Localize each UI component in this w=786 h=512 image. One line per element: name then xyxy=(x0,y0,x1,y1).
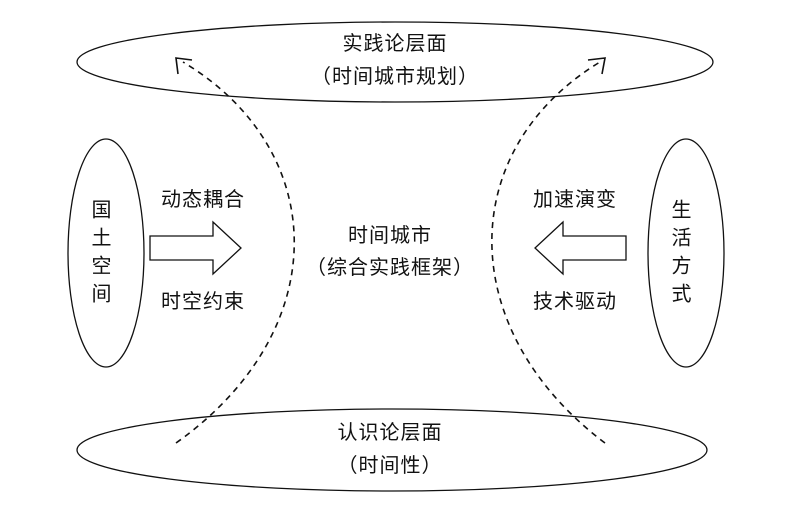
left-block-arrow xyxy=(149,220,242,276)
left-node-ellipse xyxy=(67,138,145,368)
center-subtitle: （综合实践框架） xyxy=(306,255,474,279)
practice-layer-title: 实践论层面 xyxy=(342,31,448,55)
cognition-layer-subtitle: （时间性） xyxy=(337,453,443,477)
left-node-label: 国土空间 xyxy=(88,199,112,311)
right-node-label: 生活方式 xyxy=(668,199,692,311)
left-arrow-top-label: 动态耦合 xyxy=(161,187,245,211)
right-block-arrow xyxy=(534,220,627,276)
right-dashed-arrowhead xyxy=(587,57,606,75)
left-arrow-bottom-label: 时空约束 xyxy=(161,289,245,313)
practice-layer-subtitle: （时间城市规划） xyxy=(311,64,479,88)
cognition-layer-title: 认识论层面 xyxy=(337,420,443,444)
right-node-ellipse xyxy=(647,138,725,368)
practice-layer-ellipse xyxy=(76,21,714,103)
right-arrow-top-label: 加速演变 xyxy=(533,187,617,211)
left-dashed-arrowhead xyxy=(175,57,193,75)
center-title: 时间城市 xyxy=(348,223,432,247)
left-dashed-curve xyxy=(175,61,296,444)
cognition-layer-ellipse xyxy=(76,408,708,492)
right-arrow-bottom-label: 技术驱动 xyxy=(533,289,617,313)
